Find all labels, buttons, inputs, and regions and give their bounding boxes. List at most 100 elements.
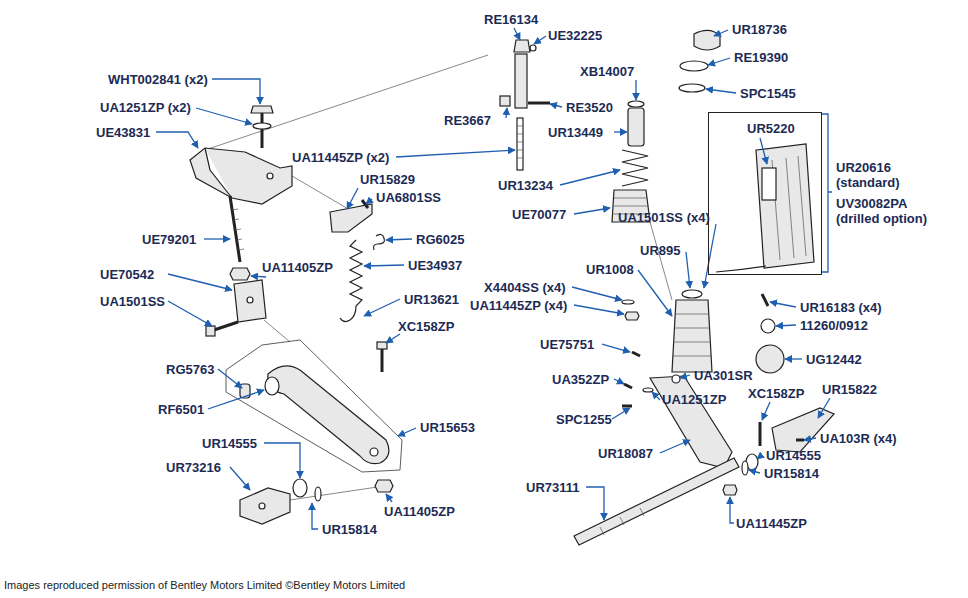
leader-arrow: [156, 28, 832, 529]
pedal-shaft: [600, 508, 644, 535]
leader-arrow: [572, 287, 622, 300]
link-block: [206, 280, 266, 336]
leader-arrow: [822, 114, 832, 272]
part-number: UA1501SS (x4): [618, 210, 710, 225]
leader-arrow: [602, 344, 630, 352]
construction-line: [205, 55, 488, 150]
leader-arrow: [506, 108, 507, 118]
valve-assembly: [517, 118, 523, 170]
master-cylinder-stack: [679, 84, 705, 92]
pedal-shaft: [759, 422, 762, 446]
pedal-pad: [716, 266, 766, 272]
accelerator-bracket: [190, 148, 292, 204]
leader-arrow: [614, 131, 627, 132]
leader-arrow: [218, 369, 242, 388]
part-number: X4404SS (x4): [484, 280, 566, 295]
master-cylinder-stack: [628, 108, 644, 146]
bolt: [253, 123, 271, 129]
part-number: RE3667: [444, 113, 491, 128]
part-number: UR15814: [322, 522, 377, 537]
leader-arrow: [364, 265, 404, 266]
valve-assembly: [514, 40, 530, 52]
leader-arrow: [156, 132, 198, 148]
leader-arrow: [785, 358, 802, 359]
leader-arrow: [204, 238, 230, 239]
valve-assembly: [515, 54, 527, 108]
part-number: UA1251ZP (x2): [100, 100, 191, 115]
leader-arrow: [386, 239, 412, 240]
leader-arrow: [714, 30, 728, 36]
part-number: UR14555: [202, 436, 257, 451]
pedal-lever: [624, 384, 632, 388]
master-cylinder-stack: [680, 61, 708, 71]
leader-arrow: [560, 170, 620, 185]
leader-arrow: [251, 276, 266, 277]
part-number: UR15653: [420, 420, 475, 435]
part-number: UA103R (x4): [820, 431, 897, 446]
leader-arrow: [586, 487, 604, 520]
valve-assembly: [500, 96, 510, 106]
part-number: UE79201: [142, 232, 196, 247]
pedal-pad-box: UR5220: [708, 112, 822, 275]
master-cylinder-stack: [612, 30, 720, 222]
master-cylinder-stack: [628, 101, 644, 107]
part-number: RE3520: [566, 100, 613, 115]
part-number: UR15829: [360, 172, 415, 187]
part-number: UR73216: [166, 460, 221, 475]
part-number: 11260/0912: [800, 318, 868, 333]
lever-outline: [226, 340, 402, 472]
part-number: UR73111: [526, 480, 580, 495]
threaded-rod: [230, 196, 240, 262]
lever-mount-bracket: [315, 487, 321, 501]
part-number: UR14555: [766, 448, 821, 463]
pedal-shaft: [574, 458, 739, 545]
spring-assembly: [374, 234, 385, 250]
pedal-pad: [772, 156, 806, 260]
spring-assembly: [381, 348, 384, 372]
leader-arrow: [550, 104, 562, 107]
leader-arrow: [168, 274, 232, 290]
part-number: XC158ZP: [748, 386, 804, 401]
part-number: UE32225: [548, 28, 602, 43]
part-number: UR15814: [764, 466, 819, 481]
relay-lever: [265, 377, 279, 395]
part-number: UE70542: [100, 267, 154, 282]
pedal-shaft: [723, 485, 737, 495]
accelerator-bracket: [267, 173, 273, 179]
lever-mount-bracket: [375, 480, 393, 492]
part-number: UR18087: [598, 446, 653, 461]
relay-lever: [268, 366, 389, 464]
part-number: UA11445ZP (x4): [470, 298, 567, 313]
part-number: UE43831: [96, 125, 150, 140]
leader-arrow: [730, 497, 734, 523]
pedal-pad: [716, 144, 814, 272]
leader-arrow: [686, 252, 690, 288]
threaded-rod: [230, 268, 250, 280]
lever-outline: [226, 340, 402, 472]
part-number: UR1008: [586, 262, 634, 277]
construction-line: [292, 176, 350, 210]
leader-arrow: [652, 392, 660, 400]
leader-arrow: [660, 440, 690, 453]
lever-mount-bracket: [293, 479, 307, 497]
pedal-lever: [632, 352, 640, 356]
leader-arrow: [704, 224, 716, 288]
part-number: SPC1545: [740, 86, 796, 101]
leader-arrow: [749, 470, 760, 473]
part-number: RG5763: [166, 362, 214, 377]
part-number: UR20616 (standard): [836, 160, 946, 190]
part-number: UA301SR: [694, 368, 753, 383]
pedal-lever: [643, 388, 653, 392]
pedal-shaft: [796, 439, 804, 442]
part-number: RE16134: [484, 12, 538, 27]
link-block: [206, 326, 215, 336]
part-number: UA1501SS: [100, 294, 165, 309]
pedal-boot: [672, 300, 712, 372]
leader-arrow: [312, 503, 318, 529]
part-number: UV30082PA (drilled option): [836, 196, 946, 226]
leader-arrow: [706, 89, 736, 93]
bolt: [251, 106, 273, 148]
spring-assembly: [330, 204, 372, 232]
leader-arrow: [770, 302, 796, 307]
pedal-lever: [622, 405, 632, 408]
